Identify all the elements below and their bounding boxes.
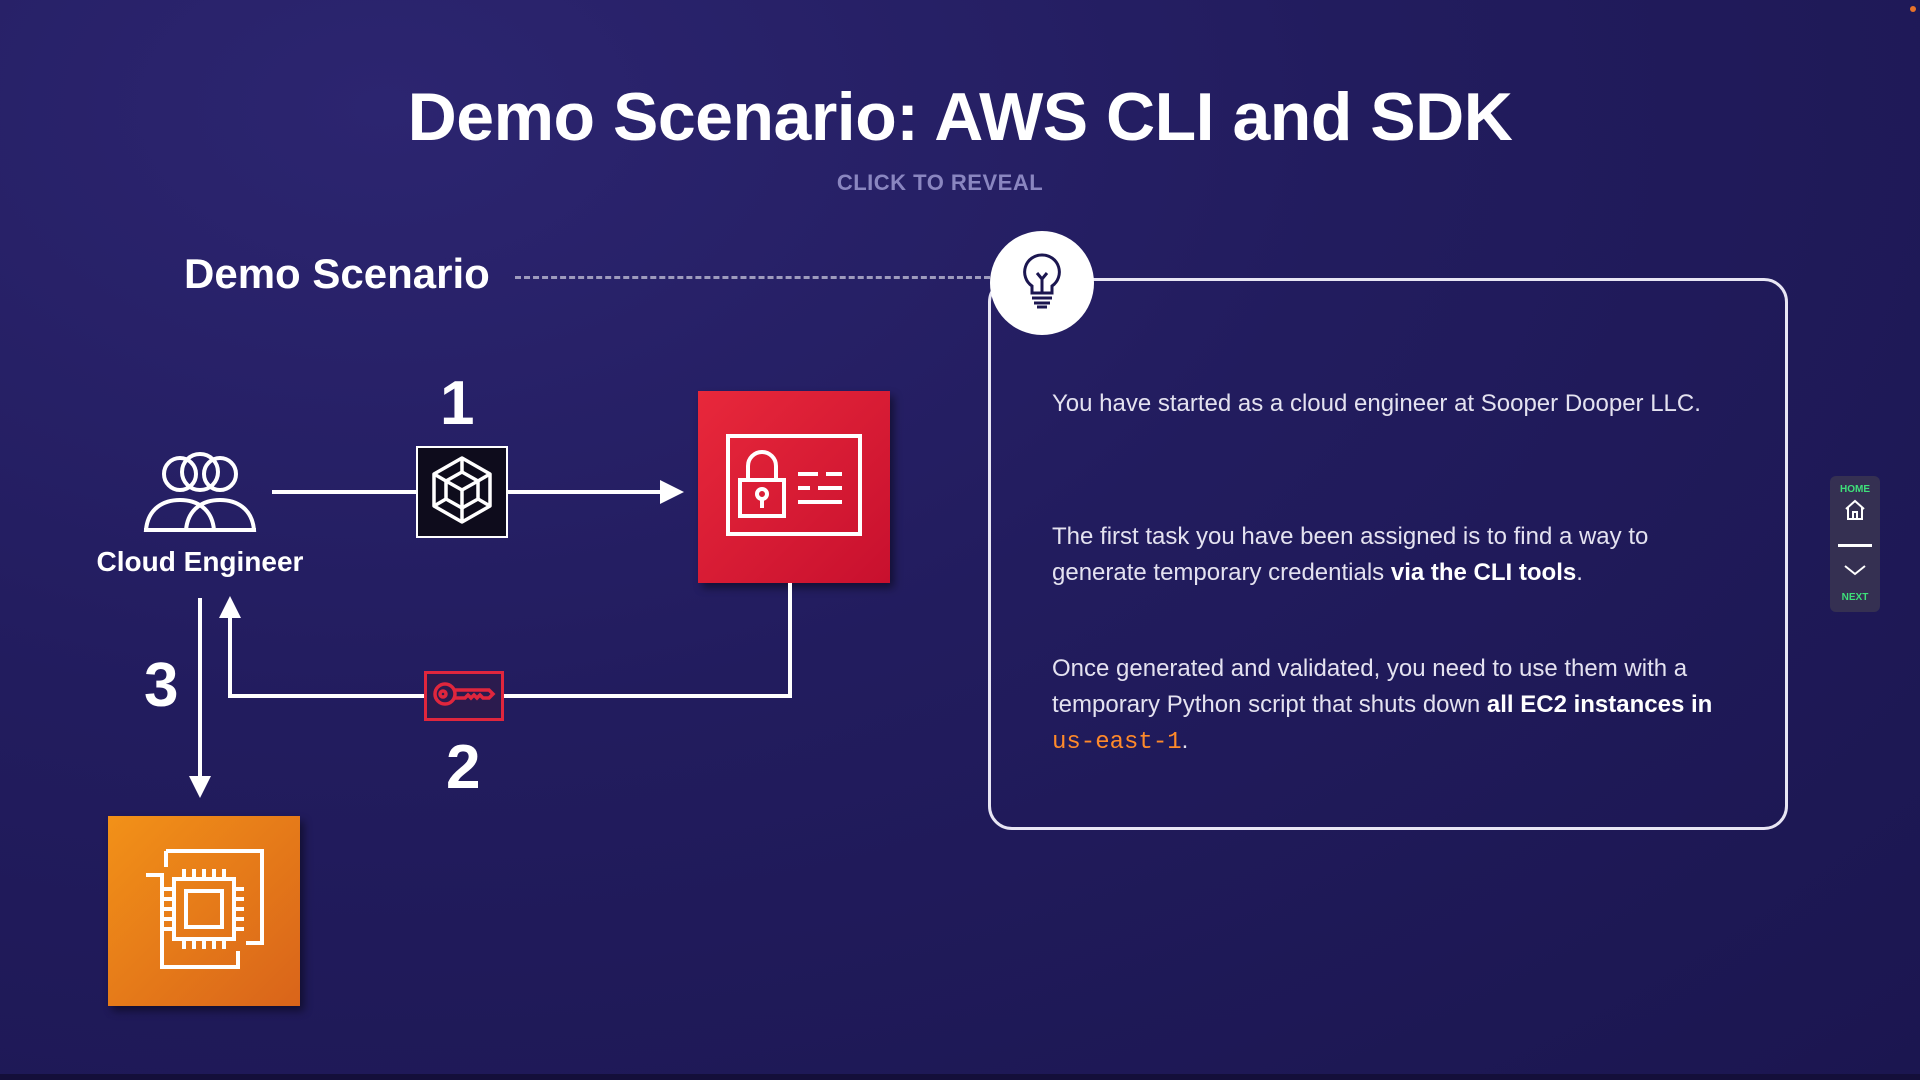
paragraph-text: You have started as a cloud engineer at … — [1052, 390, 1701, 417]
bottom-strip — [0, 1074, 1920, 1080]
sdk-cube-box — [416, 446, 508, 538]
scenario-paragraph-2: The first task you have been assigned is… — [1052, 519, 1732, 591]
arrow-down-icon — [189, 776, 211, 798]
connector-user-to-ec2 — [198, 598, 202, 782]
scenario-paragraph-3: Once generated and validated, you need t… — [1052, 651, 1732, 761]
emphasis-cli-tools: via the CLI tools — [1390, 559, 1577, 586]
home-icon — [1843, 499, 1867, 526]
paragraph-punct: . — [1576, 559, 1583, 586]
lightbulb-icon — [1020, 251, 1064, 316]
corner-dot — [1910, 6, 1916, 12]
connector-sts-to-key — [504, 694, 792, 698]
step-1-number: 1 — [440, 369, 475, 438]
step-2-number: 2 — [446, 733, 481, 802]
connector-sts-down — [788, 583, 792, 698]
home-button[interactable] — [1843, 498, 1867, 522]
paragraph-punct: . — [1181, 727, 1189, 754]
chevron-down-icon — [1843, 565, 1867, 582]
dashed-connector — [515, 276, 990, 279]
click-to-reveal-button[interactable]: CLICK TO REVEAL — [836, 170, 1044, 195]
id-card-lock-icon — [724, 432, 864, 543]
connector-sdk-to-sts — [508, 490, 678, 494]
users-icon — [140, 450, 260, 541]
next-button[interactable] — [1843, 562, 1867, 582]
scenario-panel — [988, 278, 1788, 830]
nav-divider — [1838, 544, 1872, 547]
cube-icon — [426, 454, 498, 531]
ec2-chip-icon — [134, 839, 274, 984]
cloud-engineer-label: Cloud Engineer — [96, 546, 304, 577]
arrow-up-icon — [219, 596, 241, 618]
key-icon — [431, 678, 497, 715]
sts-service-box — [698, 391, 890, 583]
arrow-right-icon — [660, 480, 684, 504]
slide-title: Demo Scenario: AWS CLI and SDK — [407, 79, 1513, 155]
connector-key-to-user — [228, 694, 424, 698]
next-label: NEXT — [1841, 592, 1869, 603]
lightbulb-badge — [990, 231, 1094, 335]
connector-user-to-sdk — [272, 490, 416, 494]
scenario-paragraph-1: You have started as a cloud engineer at … — [1052, 386, 1732, 422]
demo-scenario-heading: Demo Scenario — [184, 250, 490, 297]
paragraph-text: Once generated and validated, you need t… — [1052, 655, 1688, 718]
home-label: HOME — [1840, 484, 1870, 495]
region-code: us-east-1 — [1052, 729, 1182, 756]
step-3-number: 3 — [144, 651, 179, 720]
nav-widget: HOME NEXT — [1830, 476, 1880, 612]
ec2-service-box — [108, 816, 300, 1006]
temporary-credentials-box — [424, 671, 504, 721]
paragraph-text: The first task you have been assigned is… — [1052, 523, 1649, 586]
connector-up-to-user — [228, 614, 232, 698]
emphasis-all-ec2: all EC2 instances in — [1486, 691, 1713, 718]
